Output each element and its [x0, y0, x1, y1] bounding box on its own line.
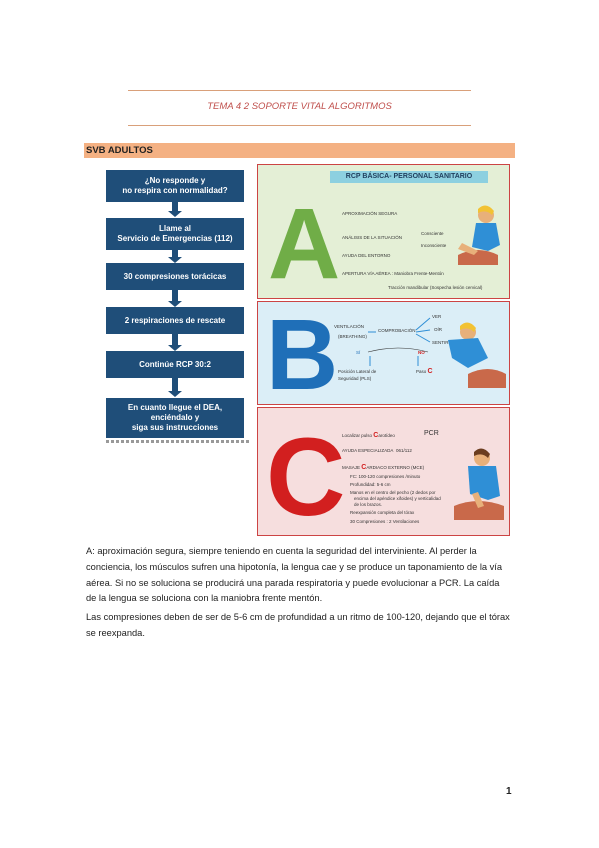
flow-arrow	[168, 250, 182, 263]
panel-a: RCP BÁSICA- PERSONAL SANITARIO A APROXIM…	[257, 164, 510, 300]
letter-a: A	[268, 188, 341, 300]
b-arrows	[367, 317, 431, 366]
flow-arrow	[168, 290, 182, 307]
b-action-see: VER	[432, 314, 442, 319]
a-item: APROXIMACIÓN SEGURA	[342, 211, 398, 216]
b-ventilation: VENTILACIÓN	[334, 324, 365, 329]
b-no: NO	[418, 350, 425, 355]
a-branch-conscious: Consciente	[421, 231, 444, 236]
flowchart-source-caption	[106, 440, 251, 443]
section-title: SVB ADULTOS	[84, 143, 515, 158]
c-bullet: encima del apéndice xifoides) y vertical…	[354, 496, 441, 501]
flow-step-2: Llame al Servicio de Emergencias (112)	[106, 218, 244, 250]
rescuer-a-illustration	[458, 205, 500, 265]
b-action-feel: SENTIR	[432, 340, 449, 345]
a-item: APERTURA VÍA AÉREA : Maniobra Frente-Men…	[342, 271, 444, 276]
a-branch-unconscious: Inconsciente	[421, 243, 447, 248]
panel-b: B VENTILACIÓN (BREATHING) COMPROBACIÓN V…	[257, 299, 510, 411]
flow-step-4: 2 respiraciones de rescate	[106, 307, 244, 334]
panel-c: C Localizar pulso Carotídeo PCR AYUDA ES…	[257, 407, 510, 539]
header-rule-bottom	[128, 125, 471, 126]
c-massage: MASAJE CARDIACO EXTERNO (MCE)	[342, 464, 425, 471]
c-bullet: 30 Compresiones : 2 Ventilaciones	[350, 519, 420, 524]
flow-step-3: 30 compresiones torácicas	[106, 263, 244, 290]
c-pulse-result: PCR	[424, 430, 439, 437]
rescuer-b-illustration	[448, 322, 506, 388]
c-bullet: Manos en el centro del pecho (2 dedos po…	[350, 490, 436, 495]
c-help: AYUDA ESPECIALIZADA	[342, 448, 394, 453]
c-bullet: de los brazos.	[354, 502, 383, 507]
c-bullet: FC: 100-120 compresiones /minuto	[350, 474, 421, 479]
flow-step-5: Continúe RCP 30:2	[106, 351, 244, 378]
flow-arrow	[168, 378, 182, 397]
b-breathing: (BREATHING)	[338, 334, 367, 339]
flow-step-6: En cuanto llegue el DEA, enciéndalo y si…	[106, 398, 244, 438]
b-no-result: Paso C	[416, 368, 433, 375]
a-item: AYUDA DEL ENTORNO	[342, 253, 391, 258]
b-yes: SÍ	[356, 350, 361, 355]
flow-arrow	[168, 334, 182, 351]
b-action-hear: OÍR	[434, 327, 443, 332]
rescuer-c-illustration	[454, 448, 504, 520]
flow-arrow	[168, 202, 182, 217]
infographic-header: RCP BÁSICA- PERSONAL SANITARIO	[330, 171, 488, 183]
b-check: COMPROBACIÓN	[378, 328, 416, 333]
letter-b: B	[266, 299, 339, 411]
c-help-result: 061/112	[396, 448, 412, 453]
document-title: TEMA 4 2 SOPORTE VITAL ALGORITMOS	[207, 101, 392, 112]
page-number: 1	[506, 786, 512, 797]
b-yes-result: Posición Lateral de Seguridad (PLS)	[338, 369, 377, 381]
flow-step-1: ¿No responde y no respira con normalidad…	[106, 170, 244, 202]
letter-c: C	[266, 416, 346, 539]
c-pulse: Localizar pulso Carotídeo	[342, 432, 395, 439]
c-bullet: Reexpansión completa del tórax	[350, 510, 415, 515]
body-paragraph-2: Las compresiones deben de ser de 5-6 cm …	[86, 612, 510, 638]
body-paragraph-1: A: aproximación segura, siempre teniendo…	[86, 546, 503, 604]
header-rule-top	[128, 90, 471, 91]
c-bullet: Profundidad: 5-6 cm	[350, 482, 391, 487]
a-item: ANÁLISIS DE LA SITUACIÓN	[342, 235, 403, 240]
a-note: Tracción mandibular (Sospecha lesión cer…	[388, 285, 483, 290]
